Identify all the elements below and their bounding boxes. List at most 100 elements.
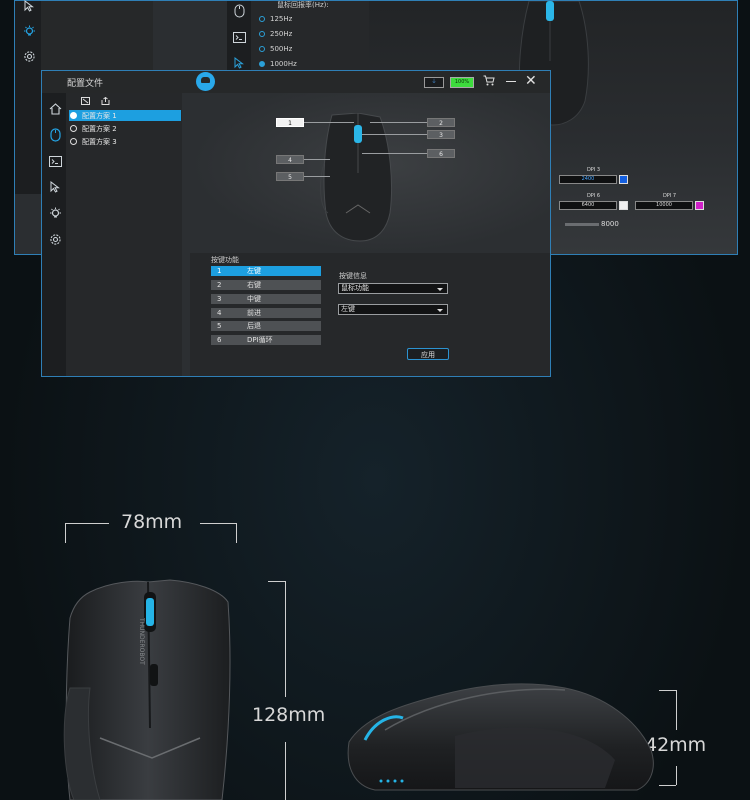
lightbulb-icon[interactable] xyxy=(22,24,36,38)
button-label: DPI循环 xyxy=(247,336,273,344)
battery-plug-icon: ⏚ xyxy=(424,77,444,88)
callout-4[interactable]: 4 xyxy=(276,155,304,164)
dpi-slider-value: 8000 xyxy=(601,220,619,228)
button-number: 6 xyxy=(217,336,222,344)
dimension-line xyxy=(285,742,286,800)
radio-icon[interactable] xyxy=(259,16,265,22)
lightbulb-icon[interactable] xyxy=(48,206,62,220)
dimension-line xyxy=(676,690,677,730)
radio-icon[interactable] xyxy=(259,61,265,67)
profile-item[interactable]: 配置方案 2 xyxy=(69,123,181,134)
rate-option[interactable]: 125Hz xyxy=(259,15,292,23)
brand-logo-icon xyxy=(196,72,215,91)
rate-label: 1000Hz xyxy=(270,60,297,68)
length-dimension: 128mm xyxy=(252,704,326,726)
gear-icon[interactable] xyxy=(22,49,36,63)
dpi-slider-track[interactable] xyxy=(565,223,599,226)
dpi-6-box: DPI 6 6400 xyxy=(559,193,628,210)
dpi-color-swatch[interactable] xyxy=(619,201,628,210)
callout-6[interactable]: 6 xyxy=(427,149,455,158)
mouse-top-view xyxy=(320,113,392,242)
radio-icon[interactable] xyxy=(259,31,265,37)
height-dimension: 42mm xyxy=(645,734,707,756)
profile-item[interactable]: 配置方案 3 xyxy=(69,136,181,147)
terminal-icon[interactable] xyxy=(48,154,62,168)
cart-icon[interactable] xyxy=(483,75,495,89)
button-info-title: 按键信息 xyxy=(339,272,367,280)
polling-rate-panel: 鼠标回报率(Hz): 125Hz 250Hz 500Hz 1000Hz xyxy=(251,1,369,73)
dimension-line xyxy=(65,523,109,524)
battery-level: 100% xyxy=(450,77,474,88)
action-select-value: 左键 xyxy=(341,305,355,313)
button-label: 中键 xyxy=(247,295,261,303)
mouse-icon[interactable] xyxy=(232,4,246,18)
rate-option[interactable]: 250Hz xyxy=(259,30,292,38)
export-icon[interactable] xyxy=(101,96,110,107)
callout-line xyxy=(370,122,427,123)
dimension-line xyxy=(285,581,286,697)
button-row[interactable]: 6 DPI循环 xyxy=(211,335,321,345)
window-title: 配置文件 xyxy=(67,79,104,89)
category-select-value: 鼠标功能 xyxy=(341,284,369,292)
terminal-icon[interactable] xyxy=(232,30,246,44)
rate-option[interactable]: 1000Hz xyxy=(259,60,297,68)
callout-2[interactable]: 2 xyxy=(427,118,455,127)
cursor-icon[interactable] xyxy=(232,56,246,70)
mouse-side-photo xyxy=(347,683,654,791)
back-sidebar-2 xyxy=(227,1,251,73)
minimize-button[interactable] xyxy=(506,81,516,82)
rate-label: 500Hz xyxy=(270,45,293,53)
button-label: 前进 xyxy=(247,309,261,317)
dpi-value-field[interactable]: 2400 xyxy=(559,175,617,184)
rate-option[interactable]: 500Hz xyxy=(259,45,292,53)
apply-button[interactable]: 应用 xyxy=(407,348,449,360)
dpi-color-swatch[interactable] xyxy=(619,175,628,184)
cursor-icon[interactable] xyxy=(22,0,36,13)
svg-text:THUNDEROBOT: THUNDEROBOT xyxy=(138,617,145,665)
chevron-down-icon xyxy=(437,288,443,291)
cursor-icon[interactable] xyxy=(48,180,62,194)
width-dimension: 78mm xyxy=(121,511,183,533)
rate-label: 125Hz xyxy=(270,15,293,23)
action-select[interactable]: 左键 xyxy=(338,304,448,315)
button-function-title: 按键功能 xyxy=(211,256,239,264)
radio-icon[interactable] xyxy=(70,112,77,119)
close-icon[interactable]: ✕ xyxy=(525,73,537,89)
dpi-label: DPI 3 xyxy=(586,167,601,173)
profile-item[interactable]: 配置方案 1 xyxy=(69,110,181,121)
dpi-value-field[interactable]: 6400 xyxy=(559,201,617,210)
dpi-7-box: DPI 7 10000 xyxy=(635,193,704,210)
dimension-line xyxy=(659,690,676,691)
dpi-label: DPI 7 xyxy=(662,193,677,199)
dpi-value-field[interactable]: 10000 xyxy=(635,201,693,210)
dimension-line xyxy=(676,766,677,785)
radio-icon[interactable] xyxy=(70,138,77,145)
dpi-color-swatch[interactable] xyxy=(695,201,704,210)
mouse-diagram-area: 1 2 3 6 4 5 xyxy=(190,93,550,253)
dpi-label: DPI 6 xyxy=(586,193,601,199)
callout-3[interactable]: 3 xyxy=(427,130,455,139)
callout-line xyxy=(362,153,427,154)
dimension-line xyxy=(200,523,237,524)
import-icon[interactable] xyxy=(81,97,90,107)
profile-label: 配置方案 3 xyxy=(82,137,117,146)
chevron-down-icon xyxy=(437,309,443,312)
home-icon[interactable] xyxy=(48,102,62,116)
mouse-icon[interactable] xyxy=(48,128,62,142)
radio-icon[interactable] xyxy=(70,125,77,132)
mouse-top-photo: THUNDEROBOT xyxy=(63,579,231,800)
category-select[interactable]: 鼠标功能 xyxy=(338,283,448,294)
callout-1[interactable]: 1 xyxy=(276,118,304,127)
radio-icon[interactable] xyxy=(259,46,265,52)
button-number: 2 xyxy=(217,281,222,289)
gear-icon[interactable] xyxy=(48,232,62,246)
callout-line xyxy=(304,176,330,177)
callout-5[interactable]: 5 xyxy=(276,172,304,181)
